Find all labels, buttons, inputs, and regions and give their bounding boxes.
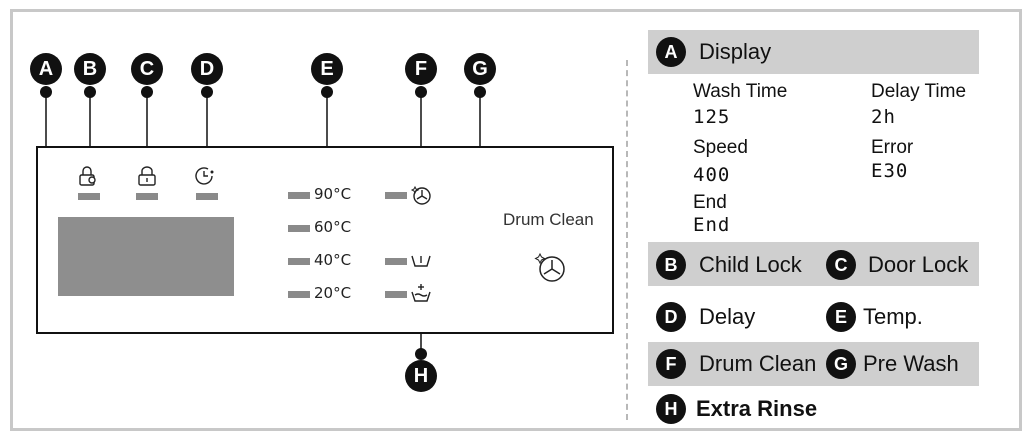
legend-row-2: D Delay E Temp. <box>648 295 979 339</box>
callout-dot-a <box>40 86 52 98</box>
marker-g: G <box>464 53 496 85</box>
temp-40-label[interactable]: 40°C <box>314 251 352 269</box>
temp-led-60 <box>288 225 310 232</box>
legend-pre-wash: Pre Wash <box>863 351 959 376</box>
marker-h: H <box>405 360 437 392</box>
legend-child-lock: Child Lock <box>699 252 802 277</box>
legend-marker-f: F <box>656 349 686 379</box>
callout-dot-c <box>141 86 153 98</box>
end-label: End <box>693 192 727 213</box>
legend-marker-c: C <box>826 250 856 280</box>
callout-dot-f <box>415 86 427 98</box>
drum-clean-label: Drum Clean <box>503 210 594 229</box>
legend-delay: Delay <box>699 304 756 329</box>
callout-dot-e <box>321 86 333 98</box>
temp-led-20 <box>288 291 310 298</box>
callout-dot-h <box>415 348 427 360</box>
diagram-frame <box>10 9 1022 431</box>
wash-time-label: Wash Time <box>693 81 788 102</box>
pre-wash-led <box>385 258 407 265</box>
drum-clean-led <box>385 192 407 199</box>
child-lock-icon[interactable] <box>77 165 101 187</box>
delay-led <box>196 193 218 200</box>
error-value: E30 <box>871 160 909 182</box>
door-lock-icon[interactable] <box>136 165 158 187</box>
child-lock-led <box>78 193 100 200</box>
legend-door-lock: Door Lock <box>868 252 969 277</box>
end-value: End <box>693 214 731 236</box>
legend-marker-b: B <box>656 250 686 280</box>
legend-drum-clean: Drum Clean <box>699 351 817 376</box>
legend-extra-rinse: Extra Rinse <box>696 396 818 421</box>
callout-dot-b <box>84 86 96 98</box>
legend-marker-d: D <box>656 302 686 332</box>
marker-f: F <box>405 53 437 85</box>
dashed-divider <box>626 60 628 420</box>
speed-label: Speed <box>693 137 748 158</box>
wash-time-value: 125 <box>693 106 731 128</box>
drum-clean-button-icon[interactable] <box>534 252 568 284</box>
legend-row-3: F Drum Clean G Pre Wash <box>648 342 979 386</box>
legend-temp: Temp. <box>863 304 923 329</box>
legend-marker-h: H <box>656 394 686 424</box>
marker-a: A <box>30 53 62 85</box>
door-lock-led <box>136 193 158 200</box>
delay-time-value: 2h <box>871 106 896 128</box>
callout-dot-g <box>474 86 486 98</box>
temp-60-label[interactable]: 60°C <box>314 218 352 236</box>
callout-dot-d <box>201 86 213 98</box>
legend-display-title: Display <box>699 39 772 64</box>
delay-time-label: Delay Time <box>871 81 967 102</box>
display-screen <box>58 217 234 296</box>
speed-value: 400 <box>693 164 731 186</box>
legend-display-row: A Display <box>648 30 979 74</box>
temp-led-90 <box>288 192 310 199</box>
drum-clean-icon[interactable] <box>410 184 434 206</box>
delay-timer-icon[interactable] <box>194 165 216 187</box>
extra-rinse-led <box>385 291 407 298</box>
marker-c: C <box>131 53 163 85</box>
marker-b: B <box>74 53 106 85</box>
pre-wash-icon[interactable] <box>409 250 433 270</box>
legend-marker-g: G <box>826 349 856 379</box>
temp-led-40 <box>288 258 310 265</box>
extra-rinse-icon[interactable] <box>409 282 433 304</box>
legend-marker-a: A <box>656 37 686 67</box>
legend-marker-e: E <box>826 302 856 332</box>
legend-row-1: B Child Lock C Door Lock <box>648 242 979 286</box>
legend-row-4: H Extra Rinse <box>648 390 979 434</box>
marker-d: D <box>191 53 223 85</box>
error-label: Error <box>871 137 914 158</box>
marker-e: E <box>311 53 343 85</box>
temp-90-label[interactable]: 90°C <box>314 185 352 203</box>
temp-20-label[interactable]: 20°C <box>314 284 352 302</box>
